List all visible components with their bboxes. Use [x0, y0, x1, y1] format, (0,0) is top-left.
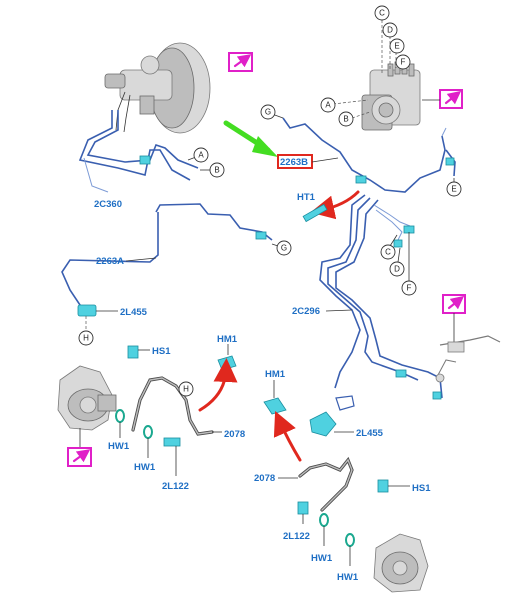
svg-text:G: G: [265, 108, 271, 117]
callout-c-right: C: [380, 244, 396, 260]
callout-h-bottom: H: [178, 381, 194, 397]
label-hs1-right: HS1: [412, 483, 431, 494]
green-arrowhead-icon: [252, 136, 278, 157]
arrow-in-box-icon: [447, 295, 465, 310]
label-hm1-left: HM1: [217, 334, 238, 345]
rear-right-bracket: [435, 335, 501, 383]
label-2c296: 2C296: [292, 306, 320, 317]
highlight-box-2263b: [277, 154, 313, 169]
label-2l455-left: 2L455: [120, 307, 148, 318]
label-2263a: 2263A: [96, 256, 124, 267]
hs1-bolt-left: [127, 345, 139, 359]
red-arrow-hm1-left: [198, 358, 238, 412]
label-ht1: HT1: [297, 192, 316, 203]
callout-h-left: H: [78, 330, 94, 346]
callout-f-top: F: [395, 54, 411, 70]
svg-text:B: B: [214, 166, 219, 175]
hose-2078-right: [298, 456, 354, 512]
svg-text:B: B: [343, 115, 348, 124]
label-2c360: 2C360: [94, 199, 122, 210]
front-left-caliper: [57, 365, 117, 431]
callout-e-right: E: [446, 181, 462, 197]
label-hw1-left-a: HW1: [108, 441, 130, 452]
svg-text:A: A: [325, 101, 331, 110]
svg-text:F: F: [407, 284, 412, 293]
svg-text:E: E: [394, 42, 399, 51]
view-box-rear-right[interactable]: [442, 294, 466, 314]
view-box-abs[interactable]: [439, 89, 463, 109]
label-2l122-right: 2L122: [283, 531, 310, 542]
label-hw1-left-b: HW1: [134, 462, 156, 473]
ht1-clip: [302, 203, 328, 223]
label-2078-right: 2078: [254, 473, 275, 484]
svg-text:C: C: [385, 248, 391, 257]
svg-text:F: F: [401, 58, 406, 67]
label-2078-left: 2078: [224, 429, 245, 440]
svg-text:G: G: [281, 244, 287, 253]
brake-booster: [104, 42, 211, 134]
arrow-in-box-icon: [72, 449, 91, 463]
label-hw1-right-b: HW1: [337, 572, 359, 583]
callout-f-right: F: [401, 280, 417, 296]
hm1-clip-left: [217, 355, 237, 371]
label-2l455-right: 2L455: [356, 428, 384, 439]
hose-2078-left: [131, 376, 214, 436]
label-hw1-right-a: HW1: [311, 553, 333, 564]
arrow-in-box-icon: [233, 54, 252, 68]
red-arrow-hm1-right: [273, 411, 302, 462]
arrow-in-box-icon: [444, 90, 462, 105]
callout-d-top: D: [382, 22, 398, 38]
callout-g-top: G: [260, 104, 276, 120]
washers-left: [115, 409, 181, 447]
callout-e-top: E: [389, 38, 405, 54]
label-hm1-right: HM1: [265, 369, 286, 380]
svg-text:H: H: [183, 385, 189, 394]
abs-module: [361, 61, 421, 131]
view-box-booster[interactable]: [228, 52, 253, 72]
callout-b-left: B: [209, 162, 225, 178]
svg-text:D: D: [387, 26, 393, 35]
hs1-bolt-right: [377, 479, 389, 493]
view-box-front-left[interactable]: [67, 447, 92, 467]
brake-line-2263b: [282, 117, 456, 193]
label-2l122-left: 2L122: [162, 481, 189, 492]
svg-text:H: H: [83, 334, 89, 343]
bracket-2l455-right: [309, 395, 355, 437]
bracket-2l455-left: [77, 304, 97, 317]
callout-c-top: C: [374, 5, 390, 21]
callout-g-mid: G: [276, 240, 292, 256]
callout-b-abs: B: [338, 111, 354, 127]
front-right-caliper: [373, 533, 429, 593]
hm1-clip-right: [263, 397, 287, 415]
brake-line-2c296: [319, 194, 443, 400]
callout-d-right: D: [389, 261, 405, 277]
svg-text:C: C: [379, 9, 385, 18]
callout-a-left: A: [193, 147, 209, 163]
label-hs1-left: HS1: [152, 346, 171, 357]
label-2263b: 2263B: [280, 157, 308, 168]
svg-text:E: E: [451, 185, 456, 194]
brake-line-2263a: [61, 203, 273, 309]
callout-a-abs: A: [320, 97, 336, 113]
brake-line-2c360: [78, 110, 199, 193]
svg-text:D: D: [394, 265, 400, 274]
svg-text:A: A: [198, 151, 204, 160]
